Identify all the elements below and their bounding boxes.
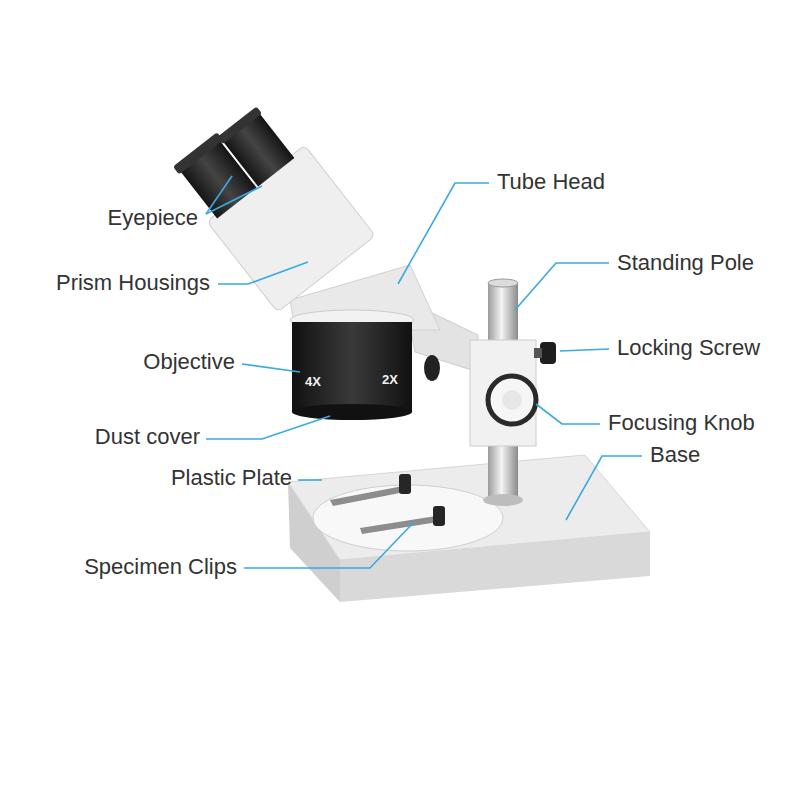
part-label: Tube Head <box>497 169 605 194</box>
part-label: Dust cover <box>95 424 200 449</box>
part-label: Focusing Knob <box>608 410 755 435</box>
part-label: Specimen Clips <box>84 554 237 579</box>
leader-lines <box>206 176 642 568</box>
objective <box>292 322 412 412</box>
base-shape <box>288 455 650 602</box>
part-label: Locking Screw <box>617 335 760 360</box>
part-label: Plastic Plate <box>171 465 292 490</box>
part-label: Objective <box>143 349 235 374</box>
magnification-mark: 4X <box>305 375 321 390</box>
part-label: Base <box>650 442 700 467</box>
knob <box>424 355 440 381</box>
holder-block <box>470 340 536 446</box>
part-label: Standing Pole <box>617 250 754 275</box>
part-label: Prism Housings <box>56 270 210 295</box>
part-label: Eyepiece <box>107 205 198 230</box>
locking-screw <box>540 342 556 364</box>
specimen-clips <box>330 474 445 534</box>
plastic-plate <box>313 485 503 551</box>
magnification-mark: 2X <box>382 373 398 388</box>
focusing-knob <box>488 376 536 424</box>
